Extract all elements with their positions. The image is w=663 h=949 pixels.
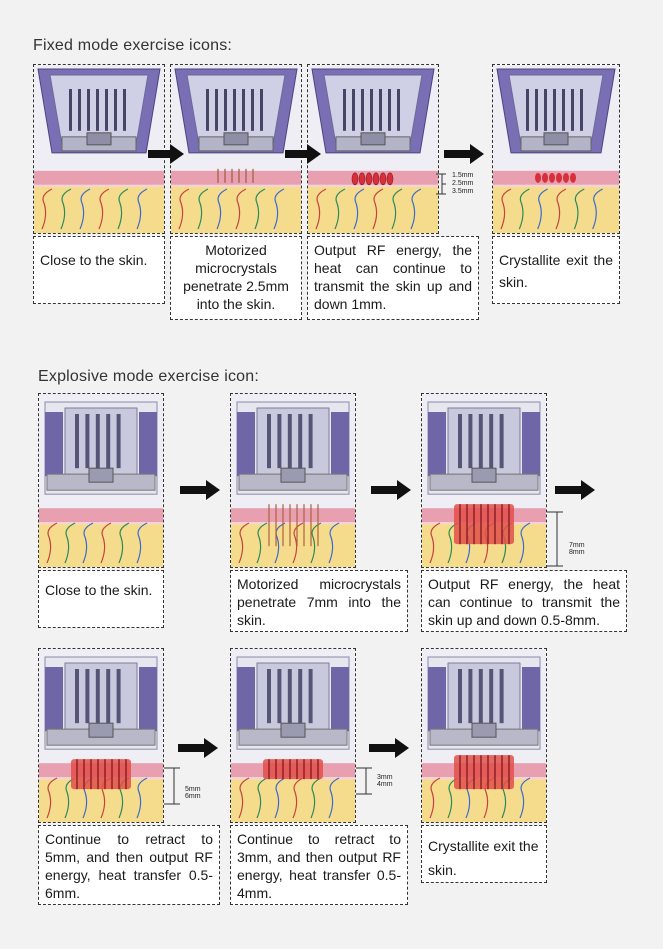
caption-text: Close to the skin.: [45, 582, 153, 598]
fixed-step-1-caption: Close to the skin.: [33, 236, 165, 304]
applicator-illustration: [34, 65, 164, 233]
fixed-step-2-illustration: [170, 64, 302, 234]
explosive-mode-title: Explosive mode exercise icon:: [38, 368, 260, 385]
applicator-illustration: [422, 394, 546, 567]
explosive-step-4-illustration: [38, 648, 164, 823]
applicator-illustration: [422, 649, 546, 822]
applicator-illustration: [493, 65, 619, 233]
explosive-step-2-illustration: [230, 393, 356, 568]
arrow-right-icon: [371, 480, 411, 500]
explosive-step-5-caption: Continue to retract to 3mm, and then out…: [230, 825, 408, 905]
explosive-step-6-caption: Crystallite exit the skin.: [421, 825, 547, 883]
arrow-right-icon: [178, 738, 218, 758]
applicator-illustration: [39, 649, 163, 822]
caption-text: Crystallite exit the skin.: [428, 838, 539, 878]
arrow-right-icon: [555, 480, 595, 500]
fixed-depth-label-1: 1.5mm: [452, 172, 474, 179]
explosive-step-1-caption: Close to the skin.: [38, 570, 164, 628]
explosive-depth-label-6mm: 6mm: [185, 793, 201, 800]
fixed-step-3-illustration: [307, 64, 439, 234]
fixed-depth-label-2: 2.5mm: [452, 180, 474, 187]
applicator-illustration: [308, 65, 438, 233]
explosive-depth-label-4mm: 4mm: [377, 781, 393, 788]
explosive-depth-label-5mm: 5mm: [185, 786, 201, 793]
fixed-step-3-caption: Output RF energy, the heat can continue …: [307, 236, 479, 320]
arrow-right-icon: [444, 144, 484, 164]
applicator-illustration: [231, 649, 355, 822]
fixed-step-2-caption: Motorized microcrystals penetrate 2.5mm …: [170, 236, 302, 320]
explosive-step-2-caption: Motorized microcrystals penetrate 7mm in…: [230, 570, 408, 632]
explosive-depth-label-3mm: 3mm: [377, 774, 393, 781]
applicator-illustration: [171, 65, 301, 233]
depth-bracket-icon: [547, 511, 563, 567]
explosive-step-1-illustration: [38, 393, 164, 568]
arrow-right-icon: [285, 144, 321, 164]
arrow-right-icon: [148, 144, 184, 164]
arrow-right-icon: [180, 480, 220, 500]
caption-text: Output RF energy, the heat can continue …: [314, 242, 472, 312]
fixed-depth-scale: [436, 172, 460, 196]
applicator-illustration: [231, 394, 355, 567]
explosive-step-4-caption: Continue to retract to 5mm, and then out…: [38, 825, 220, 905]
explosive-step-5-illustration: [230, 648, 356, 823]
explosive-depth-label-7mm: 7mm: [569, 542, 585, 549]
fixed-step-4-illustration: [492, 64, 620, 234]
depth-bracket-icon: [164, 767, 180, 805]
depth-bracket-icon: [356, 767, 372, 795]
caption-text: Crystallite exit the skin.: [499, 252, 613, 290]
fixed-depth-label-3: 3.5mm: [452, 188, 474, 195]
caption-text: Continue to retract to 3mm, and then out…: [237, 831, 401, 901]
caption-text: Motorized microcrystals penetrate 2.5mm …: [183, 242, 289, 312]
explosive-step-3-illustration: [421, 393, 547, 568]
fixed-step-4-caption: Crystallite exit the skin.: [492, 236, 620, 304]
explosive-step-3-caption: Output RF energy, the heat can continue …: [421, 570, 627, 632]
arrow-right-icon: [369, 738, 409, 758]
explosive-step-6-illustration: [421, 648, 547, 823]
applicator-illustration: [39, 394, 163, 567]
caption-text: Output RF energy, the heat can continue …: [428, 576, 620, 628]
depth-bracket-icon: [436, 173, 446, 195]
caption-text: Continue to retract to 5mm, and then out…: [45, 831, 213, 901]
fixed-mode-title: Fixed mode exercise icons:: [33, 37, 233, 54]
explosive-depth-label-8mm: 8mm: [569, 549, 585, 556]
fixed-step-1-illustration: [33, 64, 165, 234]
caption-text: Motorized microcrystals penetrate 7mm in…: [237, 576, 401, 628]
caption-text: Close to the skin.: [40, 252, 148, 268]
